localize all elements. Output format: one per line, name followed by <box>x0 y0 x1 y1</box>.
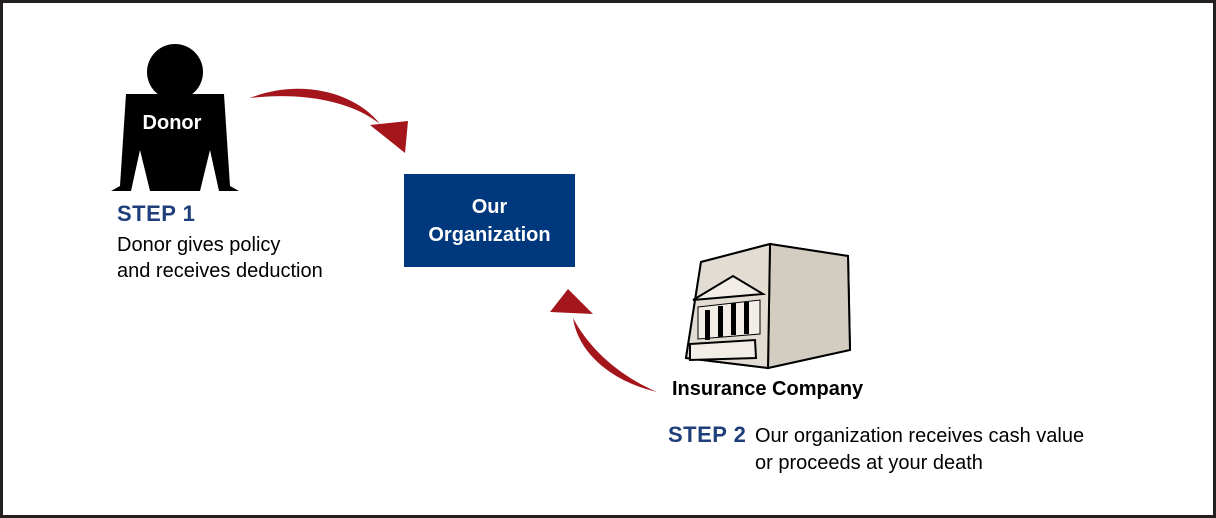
step1-line1: Donor gives policy <box>117 234 281 256</box>
step2-line1: Our organization receives cash value <box>755 425 1085 447</box>
arrow-donor-to-organization <box>250 88 408 153</box>
step2-description: Our organization receives cash value or … <box>755 423 1084 477</box>
step1-title: STEP 1 <box>117 201 196 226</box>
step1-description: Donor gives policy and receives deductio… <box>117 232 323 284</box>
donor-label: Donor <box>142 112 202 134</box>
arrow-insurance-to-organization <box>550 289 657 392</box>
step1-line2: and receives deduction <box>117 260 323 282</box>
organization-label: Our Organization <box>428 195 551 246</box>
insurance-company-label: Insurance Company <box>672 378 864 400</box>
building-icon <box>684 242 852 370</box>
step2-title: STEP 2 <box>668 422 747 447</box>
donor-icon <box>111 44 239 191</box>
organization-box: Our Organization <box>404 174 575 267</box>
step2-line2: or proceeds at your death <box>755 452 983 474</box>
